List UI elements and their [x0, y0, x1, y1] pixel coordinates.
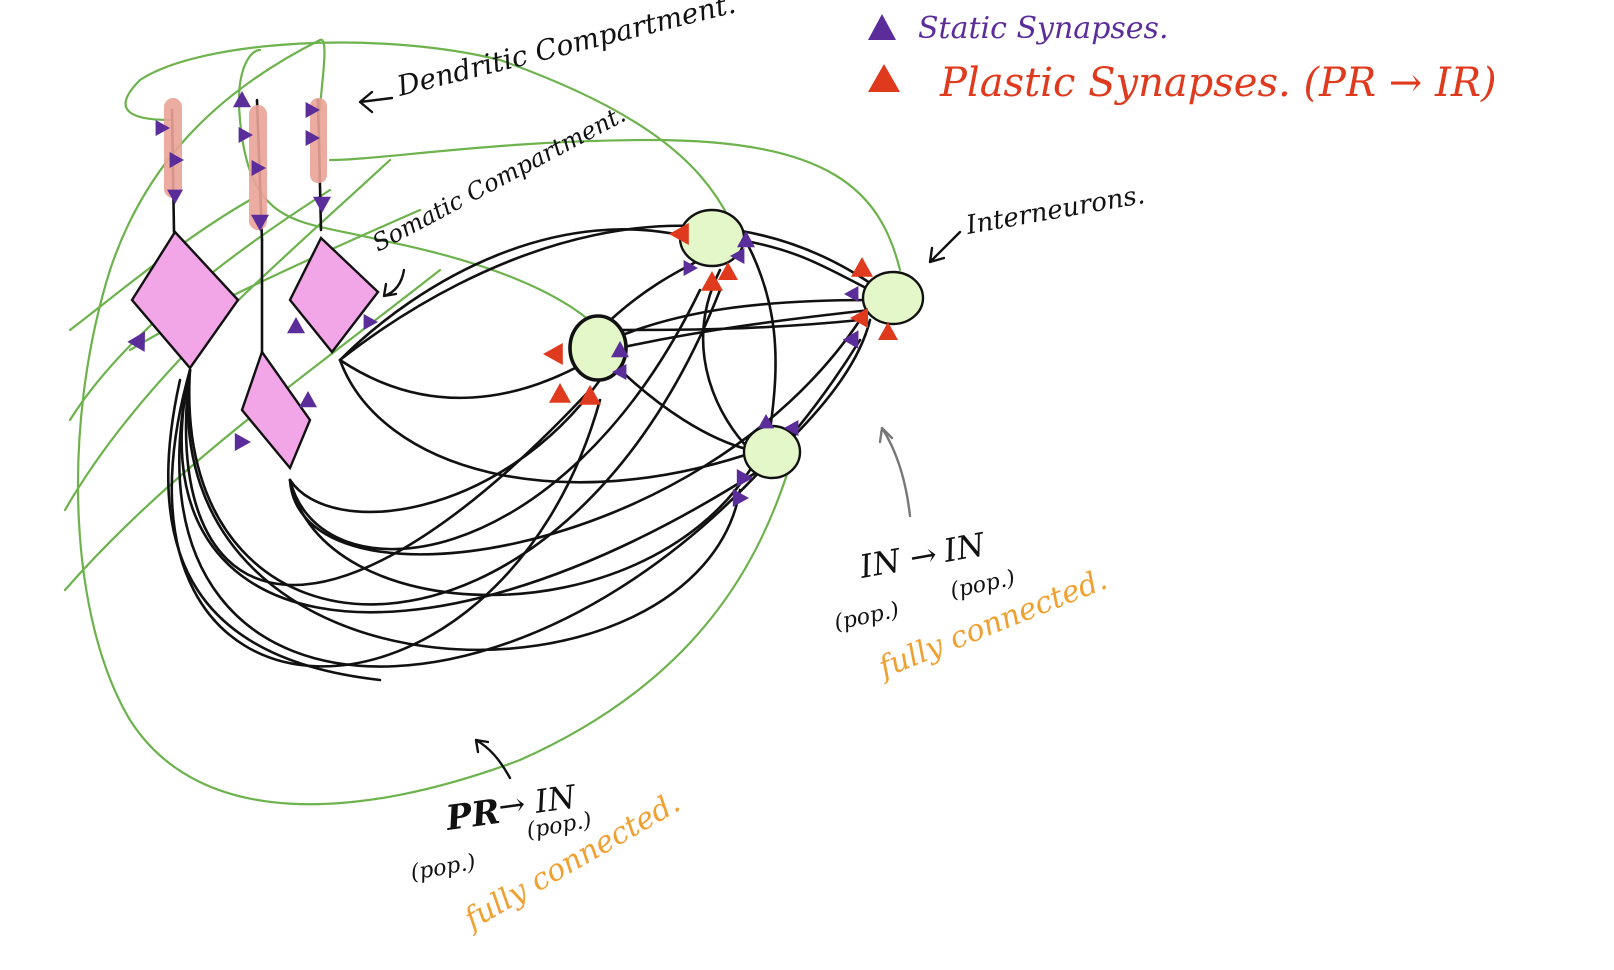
- static-synapse-marker: [155, 120, 170, 136]
- static-synapse-marker: [169, 152, 184, 168]
- static-synapse-marker: [167, 189, 183, 204]
- static-synapse-marker: [238, 127, 253, 143]
- in-in-pointer: [878, 426, 912, 518]
- static-synapse-marker: [251, 214, 269, 231]
- pyramidal-soma-1: [130, 230, 240, 370]
- static-synapse-marker: [127, 331, 145, 352]
- plastic-synapse-marker: [543, 343, 563, 365]
- static-synapse-marker: [730, 248, 745, 264]
- interneurons: [568, 208, 925, 480]
- dendrite-compartment-3: [310, 98, 327, 183]
- plastic-synapses: [543, 223, 898, 405]
- plastic-synapse-marker: [579, 385, 601, 405]
- static-synapses: [127, 91, 859, 507]
- pr-pop-label: (pop.): [409, 850, 478, 886]
- black-wire: [288, 288, 702, 551]
- static-synapse-marker: [313, 196, 331, 213]
- black-wire: [788, 318, 872, 442]
- black-wire: [187, 288, 722, 606]
- green-wire: [63, 268, 442, 592]
- static-synapse-marker: [251, 160, 266, 176]
- static-synapse-marker: [363, 314, 378, 330]
- green-wire: [76, 38, 792, 806]
- static-synapse-legend-icon: [868, 14, 896, 40]
- static-synapse-marker: [305, 102, 320, 118]
- dendritic-compartment-label: Dendritic Compartment.: [393, 0, 739, 103]
- dendritic-compartments: [164, 98, 327, 230]
- static-synapse-marker: [736, 469, 753, 487]
- static-synapse-marker: [305, 130, 320, 146]
- plastic-synapse-marker: [851, 257, 873, 277]
- static-synapse-marker: [612, 364, 627, 380]
- static-synapse-marker: [732, 489, 749, 507]
- black-wire: [598, 258, 702, 332]
- pr-label: PR: [443, 792, 503, 839]
- green-wire: [237, 48, 602, 332]
- in-in-pop-left-label: (pop.): [832, 598, 901, 636]
- green-wire: [68, 198, 252, 332]
- static-synapse-legend-label: Static Synapses.: [918, 11, 1168, 46]
- static-synapse-marker: [683, 260, 698, 276]
- green-wire: [328, 138, 902, 272]
- pyramidal-somas: [130, 230, 380, 471]
- black-wire: [288, 378, 602, 514]
- green-wire: [124, 41, 732, 222]
- black-wire: [178, 338, 862, 668]
- static-synapse-marker: [233, 91, 251, 108]
- static-synapse-marker: [287, 317, 305, 334]
- black-wire: [288, 468, 752, 597]
- in-in-from-label: IN →: [856, 535, 940, 586]
- pyramidal-soma-3: [240, 349, 312, 471]
- plastic-synapse-marker: [701, 271, 723, 291]
- black-wire: [608, 308, 872, 352]
- interneuron-3: [568, 314, 628, 382]
- black-connection-wires: [166, 98, 882, 682]
- black-wire: [338, 358, 762, 484]
- black-wire: [702, 268, 752, 452]
- black-wire: [738, 238, 872, 292]
- interneurons-label: Interneurons.: [963, 180, 1147, 241]
- plastic-synapse-marker: [878, 322, 898, 340]
- static-synapse-marker: [758, 414, 774, 429]
- plastic-synapse-legend-label: Plastic Synapses. (PR → IR): [939, 60, 1497, 106]
- black-wire: [180, 368, 762, 614]
- static-synapse-marker: [842, 330, 859, 349]
- plastic-synapse-marker: [549, 383, 571, 403]
- static-synapse-marker: [299, 391, 317, 408]
- plastic-synapse-legend-icon: [868, 64, 900, 92]
- black-wire: [186, 368, 742, 652]
- somatic-pointer: [382, 268, 406, 298]
- black-wire: [170, 368, 602, 668]
- static-synapse-marker: [737, 231, 755, 248]
- black-wire: [608, 358, 752, 452]
- black-wire: [618, 318, 862, 332]
- interneuron-4: [742, 424, 802, 480]
- black-wire: [738, 228, 777, 432]
- interneuron-2: [861, 270, 925, 326]
- pr-in-pointer: [474, 738, 512, 780]
- plastic-synapse-marker: [850, 308, 868, 328]
- plastic-synapse-marker: [718, 262, 738, 280]
- black-wire: [608, 298, 872, 342]
- black-wire: [338, 224, 882, 362]
- static-synapse-marker: [234, 433, 251, 451]
- black-wire: [288, 318, 862, 556]
- plastic-synapse-marker: [669, 223, 689, 245]
- static-synapse-marker: [611, 341, 629, 358]
- dendrite-compartment-1: [164, 98, 182, 198]
- in-in-to-label: IN: [940, 525, 989, 570]
- somatic-compartment-label: Somatic Compartment.: [368, 100, 630, 257]
- legend: Static Synapses. Plastic Synapses. (PR →…: [868, 11, 1497, 106]
- static-synapse-marker: [844, 286, 859, 302]
- dendritic-pointer: [358, 90, 394, 114]
- pyramidal-soma-2: [288, 236, 380, 354]
- black-wire: [338, 358, 592, 400]
- black-wire: [166, 378, 382, 682]
- black-wire: [338, 228, 702, 362]
- static-synapse-marker: [784, 420, 799, 436]
- interneurons-pointer: [928, 230, 962, 264]
